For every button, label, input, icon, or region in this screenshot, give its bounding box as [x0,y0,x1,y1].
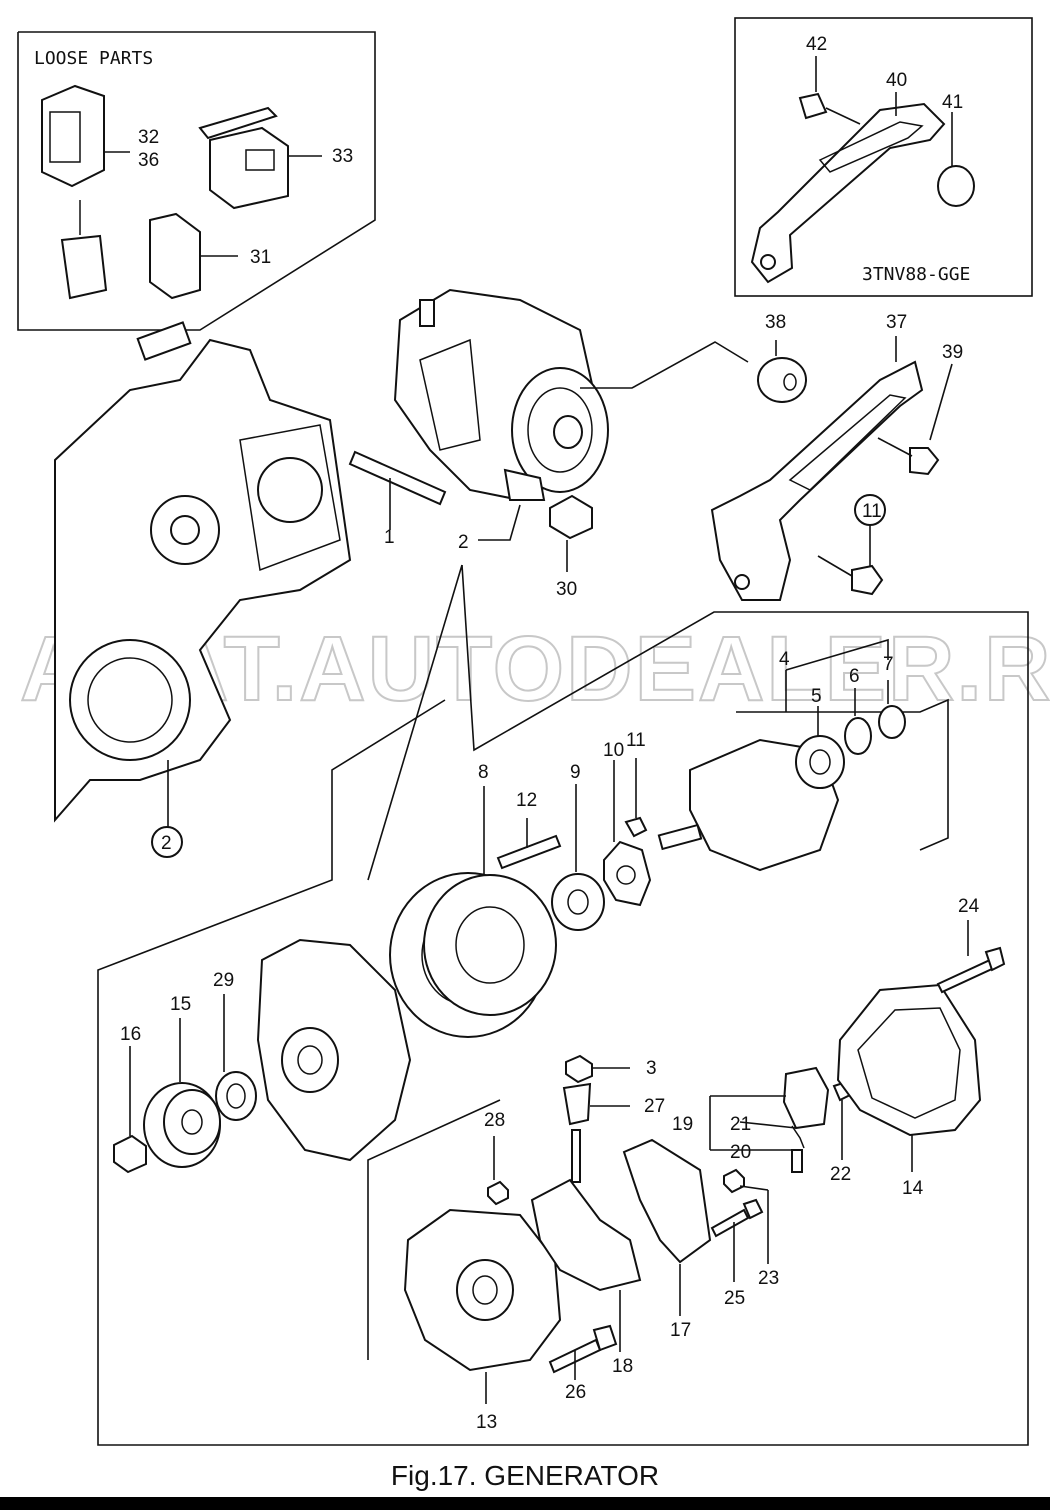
callout-20: 20 [730,1142,751,1163]
connector-31 [149,212,201,300]
callout-14: 14 [902,1178,924,1199]
callout-21: 21 [730,1114,751,1135]
loose-parts-box: LOOSE PARTS [17,31,376,331]
callout-10: 10 [603,740,624,761]
relay-33 [198,106,289,210]
callout-6: 6 [849,666,860,687]
rotor-4 [657,638,906,872]
explode-frame [97,564,1029,1446]
variant-box: 3TNV88-GGE [734,17,1033,297]
screw-11 [624,758,648,838]
callout-40: 40 [886,70,907,91]
brush-20 [791,1149,803,1173]
bearing-5 [795,735,845,789]
bolt-11-top [851,564,884,596]
regulator-17 [622,1138,712,1316]
spacer-38 [757,357,807,403]
bolt-26 [548,1324,618,1380]
callout-39: 39 [942,342,963,363]
callout-2: 2 [458,532,469,553]
nut-3 [565,1054,630,1084]
callout-37: 37 [886,312,907,333]
callout-38: 38 [765,312,786,333]
callout-28: 28 [484,1110,505,1131]
rectifier-18 [530,1129,642,1352]
engine-housing [54,321,352,828]
insulator-27 [562,1082,630,1126]
bracket-37 [710,336,953,601]
plate-10 [603,760,652,907]
nut-16 [113,1046,147,1174]
callout-labels: 1 2 3 4 5 6 7 8 9 10 11 12 13 14 15 16 1… [120,34,980,1433]
brush-holder-19 [709,1066,830,1173]
callout-5: 5 [811,686,822,707]
callout-27: 27 [644,1096,665,1117]
bolt-24 [936,920,1006,994]
nut-28 [487,1136,509,1206]
callout-11: 11 [626,730,646,751]
rear-frame-13 [403,1208,562,1404]
callout-16: 16 [120,1024,141,1045]
callout-32: 32 [138,127,159,148]
callout-13: 13 [476,1412,497,1433]
washer-7 [878,705,906,739]
callout-31: 31 [250,247,271,268]
bolt-39 [909,447,940,476]
callout-36: 36 [138,150,159,171]
callout-25: 25 [724,1288,745,1309]
spacer-29 [215,994,257,1121]
callout-3: 3 [646,1058,657,1079]
callout-7: 7 [883,654,894,675]
callout-42: 42 [806,34,827,55]
callout-9: 9 [570,762,581,783]
callout-26: 26 [565,1382,586,1403]
callout-15: 15 [170,994,191,1015]
relay-32-36 [41,84,108,300]
callout-30: 30 [556,579,577,600]
nut-30 [549,494,593,572]
stator-8 [389,786,557,1038]
callout-8: 8 [478,762,489,783]
bearing-9 [551,784,605,931]
callout-41: 41 [942,92,963,113]
callout-29: 29 [213,970,234,991]
spacer-41 [937,165,975,207]
callout-17: 17 [670,1320,691,1341]
callout-4: 4 [779,649,790,670]
variant-label: 3TNV88-GGE [862,264,970,285]
callout-22: 22 [830,1164,851,1185]
bolt-12 [496,818,562,870]
figure-caption: Fig.17. GENERATOR [390,1460,660,1491]
loose-parts-title: LOOSE PARTS [34,48,153,69]
bottom-bar [0,1497,1050,1510]
callout-18: 18 [612,1356,633,1377]
pulley-15 [143,1018,221,1168]
callout-11-circled: 11 [862,501,882,522]
callout-1: 1 [384,527,395,548]
nut-23 [723,1168,769,1264]
drive-end-frame [256,938,412,1162]
bracket-40 [750,102,946,284]
callout-2-circled: 2 [161,833,172,854]
end-cover-14 [836,983,982,1172]
callout-12: 12 [516,790,537,811]
washer-6 [844,717,872,755]
alternator-assembly [393,288,749,541]
callout-24: 24 [958,896,980,917]
callout-33: 33 [332,146,353,167]
bolt-25 [710,1198,764,1282]
callout-23: 23 [758,1268,779,1289]
stud-1 [348,450,447,530]
bolt-42 [798,92,828,120]
callout-19: 19 [672,1114,693,1135]
